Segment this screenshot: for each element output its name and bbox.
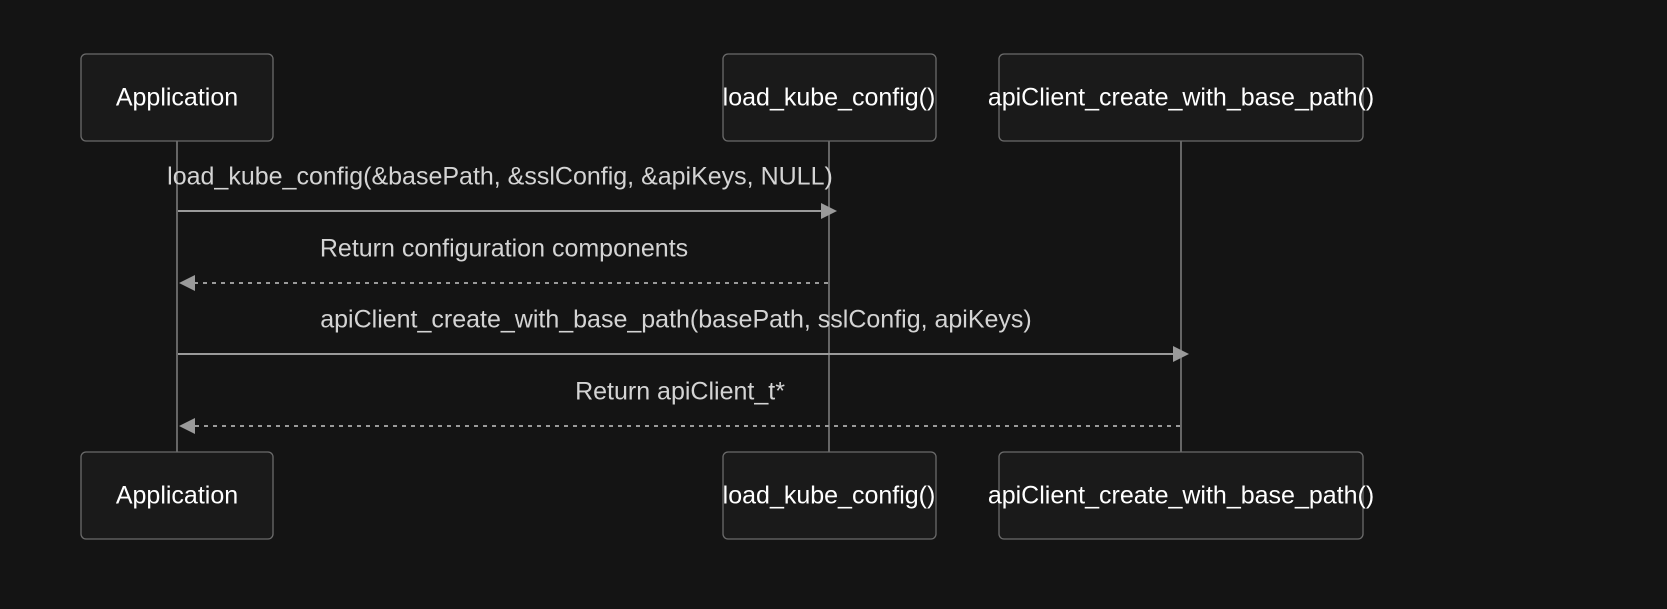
- message-4-label: Return apiClient_t*: [575, 378, 785, 406]
- message-2-arrowhead-icon: [179, 275, 195, 291]
- participant-top-apiclient-create-with-base-path[interactable]: apiClient_create_with_base_path(): [988, 53, 1374, 142]
- message-1-load-kube-config-call: load_kube_config(&basePath, &sslConfig, …: [167, 163, 837, 219]
- participant-label-top-application: Application: [116, 84, 238, 112]
- participant-top-application[interactable]: Application: [80, 53, 274, 142]
- participant-label-top-load-kube-config: load_kube_config(): [723, 84, 936, 112]
- participant-top-load-kube-config[interactable]: load_kube_config(): [722, 53, 937, 142]
- message-4-return-apiclient-t: Return apiClient_t*: [179, 378, 1180, 434]
- participant-bottom-apiclient-create-with-base-path[interactable]: apiClient_create_with_base_path(): [988, 451, 1374, 540]
- message-2-label: Return configuration components: [320, 235, 688, 263]
- participant-label-bottom-application: Application: [116, 482, 238, 510]
- message-3-apiclient-create-call: apiClient_create_with_base_path(basePath…: [178, 306, 1189, 362]
- message-3-arrowhead-icon: [1173, 346, 1189, 362]
- participant-bottom-load-kube-config[interactable]: load_kube_config(): [722, 451, 937, 540]
- lifelines-group: [176, 140, 1182, 455]
- participant-box-top-apiclient-create-with-base-path[interactable]: [998, 53, 1364, 142]
- participant-box-bottom-application[interactable]: [80, 451, 274, 540]
- participant-box-bottom-load-kube-config[interactable]: [722, 451, 937, 540]
- participant-box-bottom-apiclient-create-with-base-path[interactable]: [998, 451, 1364, 540]
- participant-label-bottom-apiclient-create-with-base-path: apiClient_create_with_base_path(): [988, 482, 1374, 510]
- participant-bottom-application[interactable]: Application: [80, 451, 274, 540]
- participant-label-top-apiclient-create-with-base-path: apiClient_create_with_base_path(): [988, 84, 1374, 112]
- message-2-return-configuration-components: Return configuration components: [179, 235, 828, 291]
- participant-box-top-application[interactable]: [80, 53, 274, 142]
- participant-box-top-load-kube-config[interactable]: [722, 53, 937, 142]
- message-4-arrowhead-icon: [179, 418, 195, 434]
- message-3-label: apiClient_create_with_base_path(basePath…: [320, 306, 1032, 334]
- message-1-label: load_kube_config(&basePath, &sslConfig, …: [167, 163, 833, 191]
- message-1-arrowhead-icon: [821, 203, 837, 219]
- participant-label-bottom-load-kube-config: load_kube_config(): [723, 482, 936, 510]
